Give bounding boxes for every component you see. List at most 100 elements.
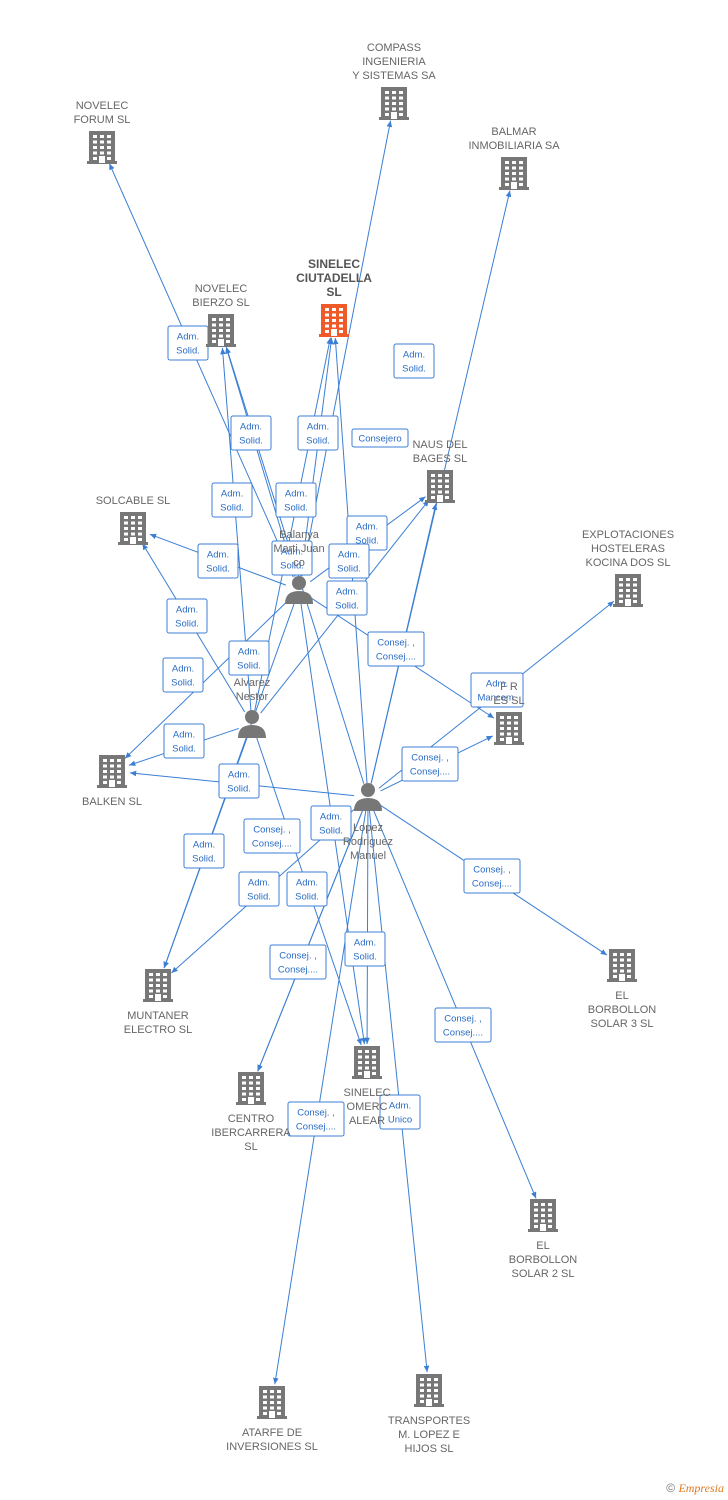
node-label-line: OMERC: [347, 1101, 388, 1113]
edge-label-consej-consej[interactable]: Consej. ,Consej....: [287, 1101, 345, 1137]
edge-label-text: Consej....: [472, 879, 512, 890]
node-label-line: BALMAR: [491, 126, 536, 138]
edge-label-adm-solid[interactable]: Adm.Solid.: [163, 723, 205, 759]
edge-label-adm-solid[interactable]: Adm.Solid.: [183, 833, 225, 869]
edge-label-adm-solid[interactable]: Adm.Solid.: [286, 871, 328, 907]
building-icon: [607, 949, 637, 982]
edge-label-adm-solid[interactable]: Adm.Solid.: [310, 805, 352, 841]
building-icon: [87, 131, 117, 164]
node-label-line: SINELEC: [343, 1087, 390, 1099]
edge-label-text: Adm.: [228, 770, 250, 781]
edge-label-text: Mancom.: [477, 693, 516, 704]
edge-label-consej-consej[interactable]: Consej. ,Consej....: [243, 818, 301, 854]
node-label-line: Rodriguez: [343, 836, 393, 848]
building-icon: [319, 304, 349, 337]
node-label-line: Nestor: [236, 691, 269, 703]
building-icon: [206, 314, 236, 347]
edge-label-adm-solid[interactable]: Adm.Solid.: [197, 543, 239, 579]
edge-label-consej-consej[interactable]: Consej. ,Consej....: [367, 631, 425, 667]
edge-label-text: Solid.: [227, 784, 251, 795]
edge-label-text: Adm.: [172, 664, 194, 675]
edge-label-adm-solid[interactable]: Adm. Solid.: [328, 543, 370, 579]
edge-label-text: Consejero: [358, 434, 401, 445]
edge-label-text: Consej. ,: [297, 1108, 335, 1119]
company-node-solcable[interactable]: SOLCABLE SL: [96, 495, 171, 545]
node-label-line: Balanya: [279, 529, 320, 541]
person-icon: [285, 576, 313, 604]
edge-balanya-to-balken: [124, 599, 290, 759]
edge-label-adm-solid[interactable]: Adm.Solid.: [346, 515, 388, 551]
edge-lopez-to-centro: [257, 809, 364, 1072]
building-icon: [143, 969, 173, 1002]
edge-label-text: Solid.: [175, 619, 199, 630]
copyright-symbol: ©: [666, 1481, 676, 1495]
node-label-line: SINELEC: [308, 257, 360, 271]
edge-label-text: Solid.: [295, 892, 319, 903]
edge-label-text: Adm.: [403, 350, 425, 361]
edge-label-adm-solid[interactable]: Adm.Solid.: [167, 325, 209, 361]
node-label-line: Lopez: [353, 822, 383, 834]
edge-label-text: Adm.: [281, 547, 303, 558]
edge-label-adm-mancom[interactable]: Adm.Mancom.: [470, 672, 524, 708]
edge-label-adm-solid[interactable]: Adm.Solid.: [326, 580, 368, 616]
edge-label-consej-consej[interactable]: Consej. ,Consej....: [463, 858, 521, 894]
person-icon: [354, 783, 382, 811]
building-icon: [236, 1072, 266, 1105]
node-label-line: ALEAR: [349, 1115, 385, 1127]
edge-label-adm-solid[interactable]: Adm. Solid.: [218, 763, 260, 799]
node-label-line: M. LOPEZ E: [398, 1429, 460, 1441]
company-node-sinelec-comercial[interactable]: SINELEC OMERC ALEAR: [343, 1046, 391, 1127]
building-icon: [352, 1046, 382, 1079]
edge-label-adm-solid[interactable]: Adm.Solid.: [275, 482, 317, 518]
edge-label-consejero[interactable]: Consejero: [351, 428, 409, 448]
edge-label-text: Unico: [388, 1115, 412, 1126]
node-label-line: Manuel: [350, 850, 386, 862]
node-label-line: BAGES SL: [413, 453, 467, 465]
edge-label-text: Adm.: [356, 522, 378, 533]
edge-label-adm-solid[interactable]: Adm.Solid.: [211, 482, 253, 518]
edge-label-adm-solid[interactable]: Adm.Solid.: [344, 931, 386, 967]
edge-label-text: Solid.: [353, 952, 377, 963]
edge-label-text: Solid.: [337, 564, 361, 575]
edge-label-text: Adm.: [238, 647, 260, 658]
edge-label-adm-solid[interactable]: Adm.Solid.: [271, 540, 313, 576]
edge-label-consej-consej[interactable]: Consej. ,Consej....: [434, 1007, 492, 1043]
edge-label-text: Consej. ,: [377, 638, 415, 649]
edge-label-adm-solid[interactable]: Adm.Solid.: [297, 415, 339, 451]
company-node-partial-es[interactable]: F RES SL: [493, 681, 525, 745]
edge-label-adm-solid[interactable]: Adm.Solid.: [393, 343, 435, 379]
edge-label-adm-solid[interactable]: Adm.Solid.: [166, 598, 208, 634]
edge-label-consej-consej[interactable]: Consej. ,Consej....: [269, 944, 327, 980]
company-node-balken[interactable]: BALKEN SL: [82, 755, 142, 808]
edge-label-adm-solid[interactable]: Adm.Solid.: [230, 415, 272, 451]
edge-label-adm-solid[interactable]: Adm.Solid.: [228, 640, 270, 676]
edge-label-adm-unico[interactable]: Adm.Unico: [379, 1094, 421, 1130]
edge-label-adm-solid[interactable]: Adm.Solid.: [238, 871, 280, 907]
node-label-line: SL: [326, 285, 341, 299]
edge-label-adm-solid[interactable]: Adm.Solid.: [162, 657, 204, 693]
node-label-line: Alvarez: [234, 677, 271, 689]
edge-label-text: Adm.: [338, 550, 360, 561]
edge-label-consej-consej[interactable]: Consej. ,Consej....: [401, 746, 459, 782]
edge-labels-layer: Adm.Solid.Adm.Solid.Adm.Solid.ConsejeroA…: [162, 325, 524, 1137]
footer-brand[interactable]: © Empresia: [666, 1481, 724, 1496]
node-label-line: ELECTRO SL: [124, 1024, 192, 1036]
building-icon: [414, 1374, 444, 1407]
node-label-line: IBERCARRERA: [211, 1127, 291, 1139]
